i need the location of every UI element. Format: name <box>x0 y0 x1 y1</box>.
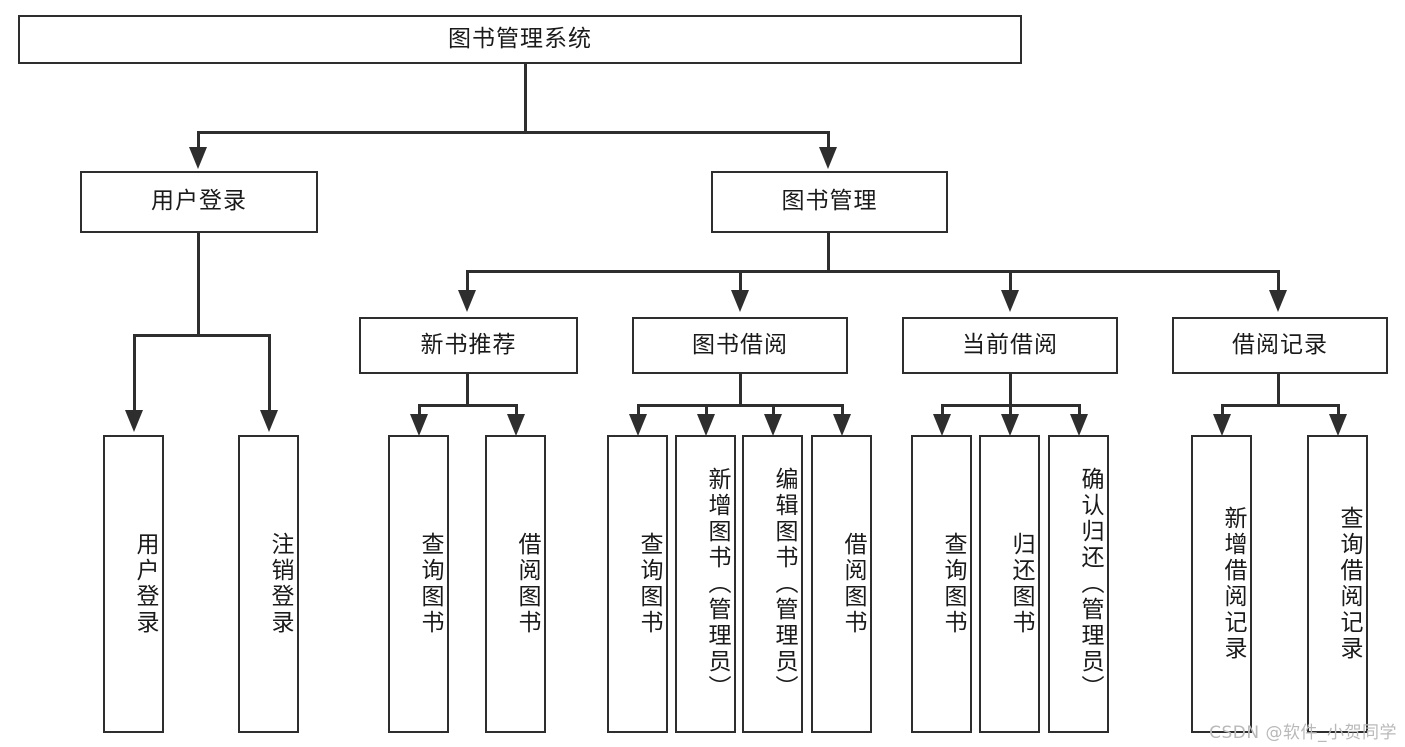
connector-borrow-record-child-1 <box>1221 404 1224 418</box>
leaf-book-borrow-add-book-admin[interactable]: 新增图书（管理员） <box>675 435 736 733</box>
node-label: 注销登录 <box>267 532 293 636</box>
arrow-current-borrow-child-2 <box>1001 414 1019 436</box>
node-label: 借阅记录 <box>1232 331 1328 358</box>
node-label: 查询图书 <box>940 532 966 636</box>
node-label: 新书推荐 <box>420 331 517 358</box>
leaf-user-login-logout[interactable]: 注销登录 <box>238 435 299 733</box>
leaf-current-borrow-confirm-return-admin[interactable]: 确认归还（管理员） <box>1048 435 1109 733</box>
arrow-book-mgmt-to-book-borrow <box>731 290 749 312</box>
connector-book-mgmt-to-current-borrow <box>1009 270 1012 292</box>
connector-new-book-child-1 <box>418 404 421 418</box>
connector-root-to-user-login <box>197 131 200 149</box>
connector-user-login-bus <box>133 334 270 337</box>
connector-book-borrow-child-2 <box>705 404 708 418</box>
leaf-book-borrow-query-book[interactable]: 查询图书 <box>607 435 668 733</box>
connector-book-borrow-stem <box>739 374 742 406</box>
connector-book-borrow-child-3 <box>772 404 775 418</box>
arrow-root-to-book-mgmt <box>819 147 837 169</box>
node-label: 新增借阅记录 <box>1220 506 1246 662</box>
node-label: 用户登录 <box>132 532 158 636</box>
leaf-current-borrow-query-book[interactable]: 查询图书 <box>911 435 972 733</box>
connector-book-mgmt-to-book-borrow <box>739 270 742 292</box>
arrow-book-mgmt-to-borrow-record <box>1269 290 1287 312</box>
connector-new-book-child-2 <box>515 404 518 418</box>
connector-borrow-record-stem <box>1277 374 1280 406</box>
connector-book-borrow-child-1 <box>637 404 640 418</box>
arrow-book-borrow-child-4 <box>833 414 851 436</box>
node-label: 图书管理系统 <box>448 25 592 52</box>
arrow-book-mgmt-to-current-borrow <box>1001 290 1019 312</box>
node-label: 查询图书 <box>636 532 662 636</box>
connector-user-login-stem <box>197 233 200 337</box>
connector-new-book-stem <box>466 374 469 406</box>
arrow-new-book-child-2 <box>507 414 525 436</box>
node-label: 编辑图书（管理员） <box>771 467 797 701</box>
connector-book-mgmt-bus <box>466 270 1280 273</box>
connector-root-stem <box>524 64 527 133</box>
node-book-management[interactable]: 图书管理 <box>711 171 948 233</box>
connector-root-bus <box>197 131 829 134</box>
connector-book-borrow-bus <box>637 404 844 407</box>
node-label: 新增图书（管理员） <box>704 467 730 701</box>
arrow-book-borrow-child-1 <box>629 414 647 436</box>
arrow-current-borrow-child-1 <box>933 414 951 436</box>
node-book-borrow[interactable]: 图书借阅 <box>632 317 848 374</box>
node-label: 确认归还（管理员） <box>1077 467 1103 701</box>
connector-current-borrow-child-3 <box>1078 404 1081 418</box>
node-new-book-recommend[interactable]: 新书推荐 <box>359 317 578 374</box>
arrow-root-to-user-login <box>189 147 207 169</box>
connector-borrow-record-bus <box>1221 404 1340 407</box>
leaf-book-borrow-borrow-book[interactable]: 借阅图书 <box>811 435 872 733</box>
arrow-book-mgmt-to-new-book <box>458 290 476 312</box>
csdn-watermark: CSDN @软件_小贺同学 <box>1209 723 1397 743</box>
leaf-user-login-user-login[interactable]: 用户登录 <box>103 435 164 733</box>
connector-user-login-child-1 <box>133 334 136 412</box>
connector-current-borrow-stem <box>1009 374 1012 406</box>
connector-book-mgmt-to-new-book <box>466 270 469 292</box>
leaf-book-borrow-edit-book-admin[interactable]: 编辑图书（管理员） <box>742 435 803 733</box>
node-label: 用户登录 <box>151 188 247 215</box>
arrow-current-borrow-child-3 <box>1070 414 1088 436</box>
connector-new-book-bus <box>418 404 518 407</box>
connector-book-mgmt-stem <box>827 233 830 273</box>
arrow-user-login-child-2 <box>260 410 278 432</box>
connector-book-mgmt-to-borrow-record <box>1277 270 1280 292</box>
node-borrow-record[interactable]: 借阅记录 <box>1172 317 1388 374</box>
connector-user-login-child-2 <box>268 334 271 412</box>
node-label: 查询借阅记录 <box>1336 506 1362 662</box>
connector-borrow-record-child-2 <box>1337 404 1340 418</box>
connector-book-borrow-child-4 <box>841 404 844 418</box>
connector-root-to-book-mgmt <box>827 131 830 149</box>
leaf-borrow-record-add-record[interactable]: 新增借阅记录 <box>1191 435 1252 733</box>
node-label: 图书管理 <box>781 188 878 215</box>
arrow-borrow-record-child-2 <box>1329 414 1347 436</box>
arrow-user-login-child-1 <box>125 410 143 432</box>
node-current-borrow[interactable]: 当前借阅 <box>902 317 1118 374</box>
arrow-borrow-record-child-1 <box>1213 414 1231 436</box>
node-label: 借阅图书 <box>514 532 540 636</box>
node-label: 借阅图书 <box>840 532 866 636</box>
node-user-login[interactable]: 用户登录 <box>80 171 318 233</box>
arrow-new-book-child-1 <box>410 414 428 436</box>
node-label: 查询图书 <box>417 532 443 636</box>
connector-current-borrow-child-2 <box>1009 404 1012 418</box>
leaf-new-book-borrow-book[interactable]: 借阅图书 <box>485 435 546 733</box>
connector-current-borrow-child-1 <box>941 404 944 418</box>
node-label: 图书借阅 <box>692 331 788 358</box>
node-root-library-system[interactable]: 图书管理系统 <box>18 15 1022 64</box>
leaf-current-borrow-return-book[interactable]: 归还图书 <box>979 435 1040 733</box>
leaf-borrow-record-query-record[interactable]: 查询借阅记录 <box>1307 435 1368 733</box>
arrow-book-borrow-child-3 <box>764 414 782 436</box>
node-label: 当前借阅 <box>962 331 1058 358</box>
node-label: 归还图书 <box>1008 532 1034 636</box>
leaf-new-book-query-book[interactable]: 查询图书 <box>388 435 449 733</box>
arrow-book-borrow-child-2 <box>697 414 715 436</box>
